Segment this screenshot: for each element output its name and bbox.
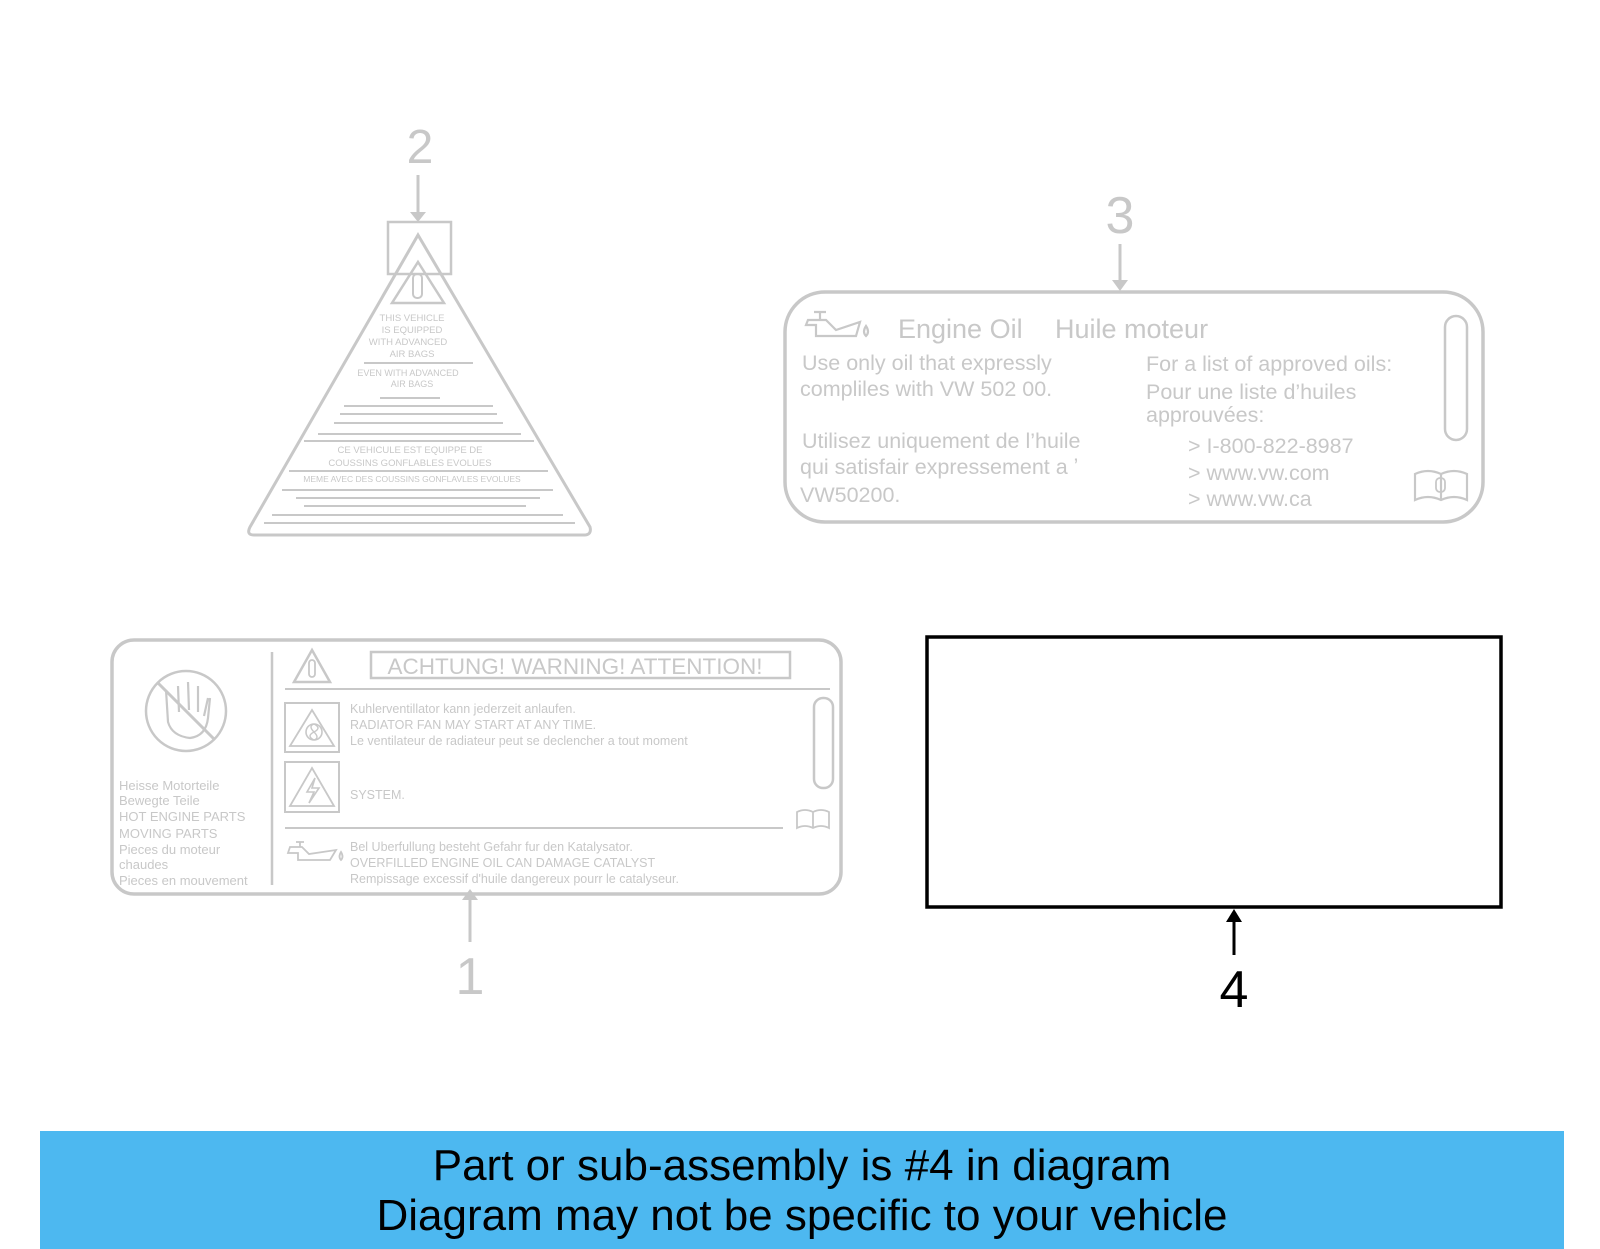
oil-contact-web-us: > www.vw.com — [1188, 461, 1330, 485]
fan-blades — [309, 723, 319, 741]
electrical-warning-icon-box — [284, 761, 340, 813]
oil-line-2: OVERFILLED ENGINE OIL CAN DAMAGE CATALYS… — [350, 856, 656, 870]
callout-number-2: 2 — [407, 121, 434, 174]
arrowhead-4 — [1226, 909, 1242, 922]
callout-number-1: 1 — [456, 948, 485, 1006]
hot-parts-line-4: MOVING PARTS — [119, 826, 218, 841]
airbag-line-a4: AIR BAGS — [390, 349, 435, 360]
hot-parts-line-3: HOT ENGINE PARTS — [119, 809, 246, 824]
oil-can-icon — [286, 841, 344, 862]
hand-shape — [164, 681, 212, 740]
label-2-airbag-triangle: 2 THIS VEHICLE IS EQUIPPED WITH ADVANCED… — [247, 121, 592, 537]
hot-parts-line-5: Pieces du moteur — [119, 842, 221, 857]
oil-right-line-3: approuvées: — [1146, 403, 1264, 427]
label-3-engine-oil: 3 Engine Oil Huile moteur Use only oil t… — [783, 187, 1485, 524]
label-slot — [812, 696, 835, 790]
info-banner: Part or sub-assembly is #4 in diagram Di… — [40, 1131, 1564, 1249]
airbag-line-c2: COUSSINS GONFLABLES EVOLUES — [328, 458, 491, 469]
no-touch-hand-icon — [144, 669, 228, 753]
warning-icon-mark — [412, 273, 423, 299]
oil-right-line-2: Pour une liste d’huiles — [1146, 380, 1356, 404]
label-slot — [1443, 314, 1469, 442]
system-text: SYSTEM. — [350, 788, 405, 802]
prohibition-slash — [156, 681, 216, 741]
oil-left-line-1: Use only oil that expressly — [802, 351, 1052, 375]
airbag-line-a3: WITH ADVANCED — [369, 337, 448, 348]
oil-line-3: Rempissage excessif d'huile dangereux po… — [350, 872, 679, 886]
oil-left-line-2: compliles with VW 502 00. — [800, 377, 1052, 401]
hot-parts-line-2: Bewegte Teile — [119, 793, 200, 808]
fan-line-3: Le ventilateur de radiateur peut se decl… — [350, 734, 688, 748]
airbag-line-a2: IS EQUIPPED — [382, 325, 443, 336]
oil-right-line-1: For a list of approved oils: — [1146, 352, 1392, 376]
oil-contact-phone: > I-800-822-8987 — [1188, 434, 1354, 458]
heading-box — [369, 650, 792, 680]
banner-line-1: Part or sub-assembly is #4 in diagram — [432, 1141, 1172, 1190]
high-voltage-icon — [288, 766, 336, 807]
warning-icon — [389, 259, 447, 305]
airbag-line-b1: EVEN WITH ADVANCED — [357, 368, 459, 378]
label-1-warning: Heisse Motorteile Bewegte Teile HOT ENGI… — [110, 638, 843, 1006]
label-1-outline — [110, 638, 843, 896]
oil-line-1: Bel Uberfullung besteht Gefahr fur den K… — [350, 840, 633, 854]
warning-icon-mark — [308, 659, 316, 678]
oil-can-icon — [804, 310, 870, 338]
arrowhead-1 — [462, 889, 478, 900]
oil-left-line-5: VW50200. — [800, 483, 900, 507]
lightning-bolt — [305, 777, 321, 804]
manual-book-icon — [796, 809, 830, 830]
manual-book-icon — [1413, 469, 1469, 502]
label-3-outline — [783, 290, 1485, 524]
manual-info-mark — [1435, 477, 1446, 493]
arrowhead-2 — [410, 212, 426, 222]
callout-number-4: 4 — [1220, 961, 1249, 1019]
arrowhead-3 — [1112, 280, 1128, 291]
huile-moteur-title: Huile moteur — [1055, 314, 1208, 344]
oil-left-line-3: Utilisez uniquement de l’huile — [802, 429, 1080, 453]
callout-number-3: 3 — [1106, 187, 1135, 245]
oil-contact-web-ca: > www.vw.ca — [1188, 487, 1312, 511]
fan-line-1: Kuhlerventillator kann jederzeit anlaufe… — [350, 702, 576, 716]
fan-warning-icon-box — [284, 702, 340, 753]
part-4-outline — [925, 635, 1503, 909]
airbag-line-c1: CE VEHICULE EST EQUIPPE DE — [337, 445, 482, 456]
airbag-line-a1: THIS VEHICLE — [380, 313, 445, 324]
hot-parts-line-1: Heisse Motorteile — [119, 778, 219, 793]
warning-icon — [291, 647, 333, 684]
airbag-line-d: MEME AVEC DES COUSSINS GONFLAVLES EVOLUE… — [303, 474, 521, 484]
fan-line-2: RADIATOR FAN MAY START AT ANY TIME. — [350, 718, 596, 732]
banner-line-2: Diagram may not be specific to your vehi… — [376, 1191, 1228, 1240]
fan-warning-icon — [288, 708, 336, 747]
airbag-line-b2: AIR BAGS — [391, 379, 434, 389]
hot-parts-line-6: chaudes — [119, 857, 169, 872]
warning-heading: ACHTUNG! WARNING! ATTENTION! — [388, 654, 763, 679]
engine-oil-title: Engine Oil — [898, 314, 1023, 344]
part-4-highlighted: 4 — [925, 635, 1503, 1019]
oil-left-line-4: qui satisfair expressement a ʼ — [800, 455, 1078, 479]
hot-parts-line-7: Pieces en mouvement — [119, 873, 248, 888]
triangle-outline — [247, 232, 592, 537]
